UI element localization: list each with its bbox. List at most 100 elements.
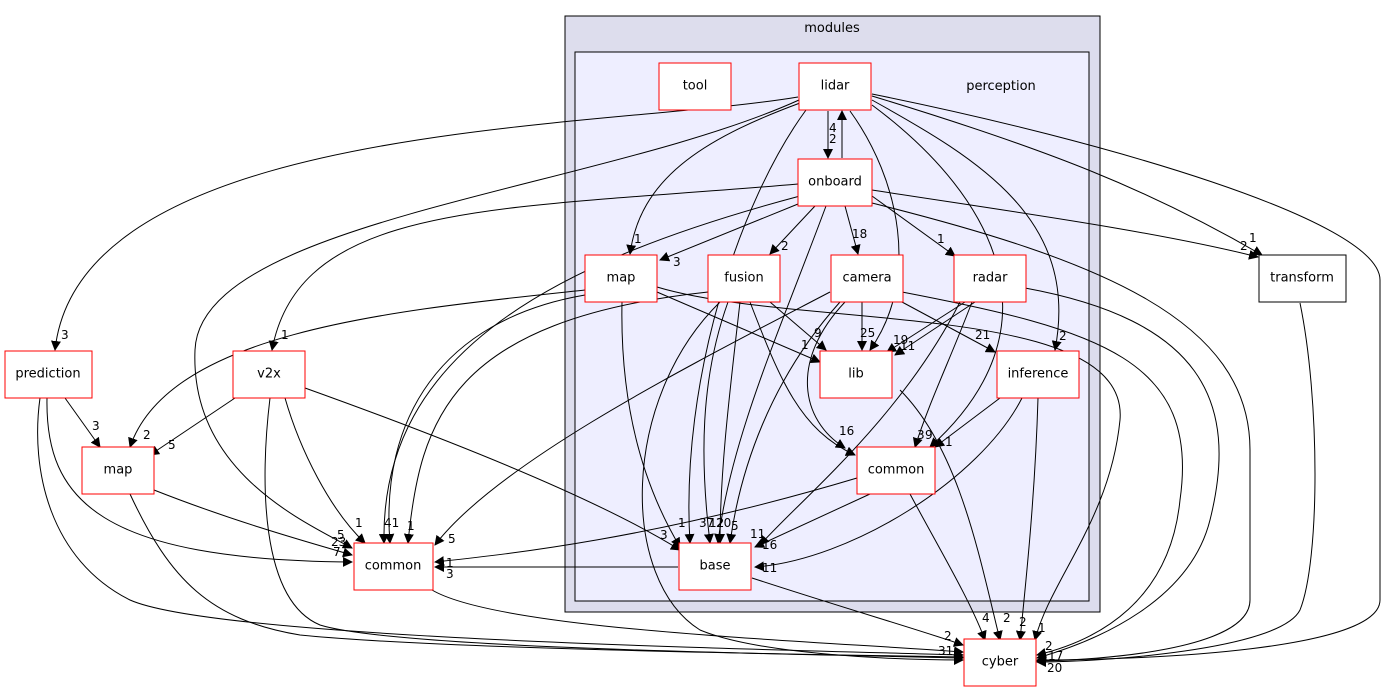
label-common-a: 41 xyxy=(384,516,399,530)
edge-inference-cyber xyxy=(1015,397,1039,641)
edge-pcommon-common xyxy=(434,477,858,567)
edge-onboard-transform xyxy=(871,189,1259,260)
edge-prediction-cyber xyxy=(37,397,964,660)
node-lidar-label: lidar xyxy=(821,79,850,94)
node-perception-common-box xyxy=(856,446,936,495)
edge-v2x-base xyxy=(304,387,681,551)
node-fusion-box xyxy=(707,254,781,303)
edge-pmap-common xyxy=(384,294,586,544)
edge-common-cyber xyxy=(431,589,964,657)
label-common-base: 3 xyxy=(446,567,454,581)
node-map[interactable]: map xyxy=(81,446,155,495)
label-onboard-pmap: 3 xyxy=(673,255,681,269)
edge-prediction-common xyxy=(46,397,353,567)
edge-lib-cyber xyxy=(899,389,1003,641)
node-prediction-label: prediction xyxy=(15,367,80,382)
edge-fusion-base-a xyxy=(703,301,729,544)
label-common-d: 1 xyxy=(355,516,363,530)
node-cyber-label: cyber xyxy=(982,655,1019,670)
edge-camera-common xyxy=(434,291,831,546)
edge-base-cyber xyxy=(751,577,964,647)
label-cyber-f: 31 xyxy=(938,644,953,658)
edge-pmap-lib xyxy=(656,291,821,364)
edge-lidar-transform xyxy=(871,95,1263,256)
label-radar-pcommon: 3 xyxy=(917,428,925,442)
node-inference-label: inference xyxy=(1008,367,1069,382)
label-pcommon-base: 16 xyxy=(762,538,777,552)
node-cyber-box xyxy=(963,638,1037,687)
node-common-box xyxy=(353,542,434,591)
edge-prediction-map xyxy=(64,397,101,448)
edge-radar-lib-b xyxy=(894,301,976,356)
node-lidar[interactable]: lidar xyxy=(798,62,872,111)
node-prediction[interactable]: prediction xyxy=(4,350,93,399)
node-transform-box xyxy=(1258,254,1347,303)
node-base[interactable]: base xyxy=(678,542,752,591)
label-radar-lib-b: 11 xyxy=(900,339,915,353)
node-v2x[interactable]: v2x xyxy=(232,350,306,399)
node-camera-label: camera xyxy=(842,271,891,286)
label-base-group-c: 20 xyxy=(716,516,731,530)
edge-onboard-v2x xyxy=(268,183,799,351)
label-lidar-transform: 1 xyxy=(1249,231,1257,245)
node-tool[interactable]: tool xyxy=(658,62,732,111)
label-inference-pcommon-b: 1 xyxy=(945,435,953,449)
node-inference-box xyxy=(996,350,1080,399)
edge-lidar-inference xyxy=(871,99,1062,351)
node-inference[interactable]: inference xyxy=(996,350,1080,399)
node-base-label: base xyxy=(700,559,731,574)
label-lidar-onboard: 2 xyxy=(829,132,837,146)
node-common-label: common xyxy=(365,559,422,574)
edge-camera-inference xyxy=(901,301,996,353)
label-pmap-lib: 1 xyxy=(801,338,809,352)
node-cyber[interactable]: cyber xyxy=(963,638,1037,687)
label-common-e: 5 xyxy=(448,532,456,546)
node-onboard[interactable]: onboard xyxy=(797,158,873,207)
node-lib[interactable]: lib xyxy=(819,350,893,399)
edge-onboard-camera xyxy=(844,205,861,255)
edge-onboard-base xyxy=(714,205,827,544)
edge-camera-cyber xyxy=(901,291,1183,658)
edge-camera-pcommon xyxy=(807,301,846,449)
node-transform[interactable]: transform xyxy=(1258,254,1347,303)
label-prediction-map: 3 xyxy=(92,419,100,433)
node-onboard-box xyxy=(797,158,873,207)
label-cyber-c: 2 xyxy=(1019,615,1027,629)
label-onboard-lidar: 4 xyxy=(829,121,837,135)
edge-inference-pcommon xyxy=(934,397,1001,448)
node-lib-box xyxy=(819,350,893,399)
label-base-group-d: 5 xyxy=(731,519,739,533)
label-lidar-prediction: 3 xyxy=(61,328,69,342)
edge-pmap-base xyxy=(621,301,681,548)
node-tool-box xyxy=(658,62,732,111)
edge-fusion-base-b xyxy=(715,301,741,544)
label-camera-pcommon: 16 xyxy=(839,424,854,438)
label-base-group-b: 12 xyxy=(709,516,724,530)
cluster-perception-label: perception xyxy=(966,79,1036,94)
edge-lidar-pmap xyxy=(626,102,801,255)
node-prediction-box xyxy=(4,350,93,399)
edge-map-common xyxy=(153,489,353,558)
node-perception-map[interactable]: map xyxy=(584,254,658,303)
label-radar-lib-a: 19 xyxy=(893,333,908,347)
node-common[interactable]: common xyxy=(353,542,434,591)
node-camera[interactable]: camera xyxy=(830,254,904,303)
label-cyber-i: 2 xyxy=(1045,639,1053,653)
edge-map-cyber xyxy=(129,493,964,662)
node-camera-box xyxy=(830,254,904,303)
edge-lidar-common xyxy=(194,99,800,549)
label-base-group-a: 37 xyxy=(699,516,714,530)
edge-lidar-cyber xyxy=(871,93,1381,665)
label-cyber-a: 4 xyxy=(982,611,990,625)
edge-onboard-cyber xyxy=(871,202,1251,666)
label-cyber-h: 20 xyxy=(1047,661,1062,675)
label-inference-base: 11 xyxy=(762,561,777,575)
edge-v2x-map xyxy=(149,397,236,456)
edge-labels: 2 4 2 18 1 3 1 1 2 3 1 2 25 9 1 19 11 21… xyxy=(61,121,1257,675)
node-radar[interactable]: radar xyxy=(953,254,1027,303)
node-perception-common[interactable]: common xyxy=(856,446,936,495)
label-camera-inference: 21 xyxy=(975,328,990,342)
edge-v2x-common xyxy=(284,397,366,544)
node-fusion[interactable]: fusion xyxy=(707,254,781,303)
